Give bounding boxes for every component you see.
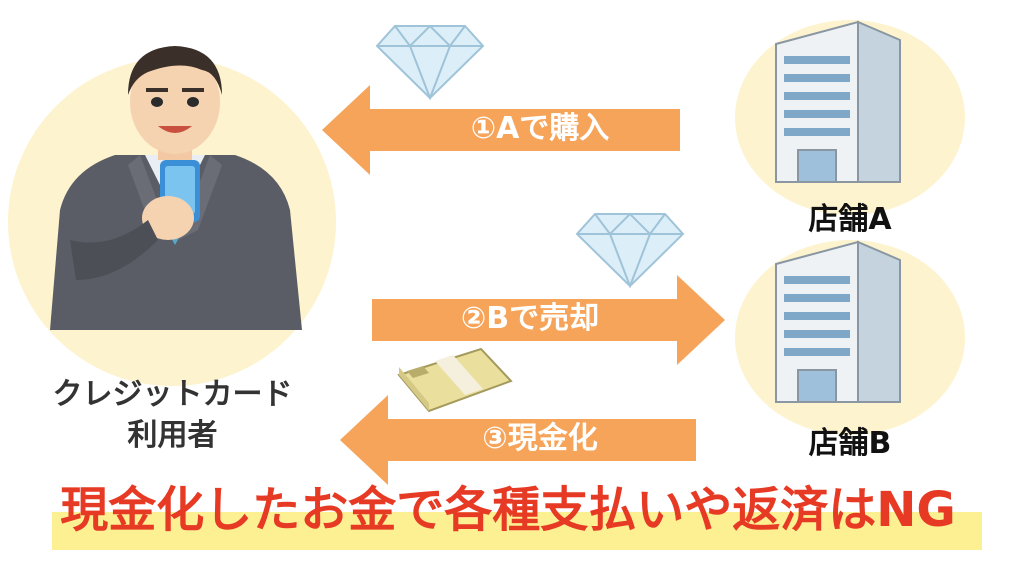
store-a-label: 店舗A [808,202,892,237]
user-label: クレジットカード 利用者 [0,375,345,456]
arrow-step-2 [372,275,725,365]
step-3-label: ③現金化 [482,421,598,456]
businessman-illustration [50,46,302,330]
warning-banner: 現金化したお金で各種支払いや返済はNG [60,482,956,538]
user-label-line2: 利用者 [127,417,218,453]
arrow-step-1 [322,85,680,175]
store-b-label: 店舗B [808,426,892,461]
building-icon [775,20,901,183]
diamond-icon [575,212,685,288]
building-icon [775,240,901,403]
step-2-label: ②Bで売却 [460,301,600,336]
cash-bundle-icon [397,347,513,413]
banner-highlight [52,512,982,550]
user-label-line1: クレジットカード [52,377,293,412]
arrow-step-3 [340,395,696,485]
step-1-label: ①Aで購入 [470,111,610,146]
diamond-icon [375,24,485,100]
